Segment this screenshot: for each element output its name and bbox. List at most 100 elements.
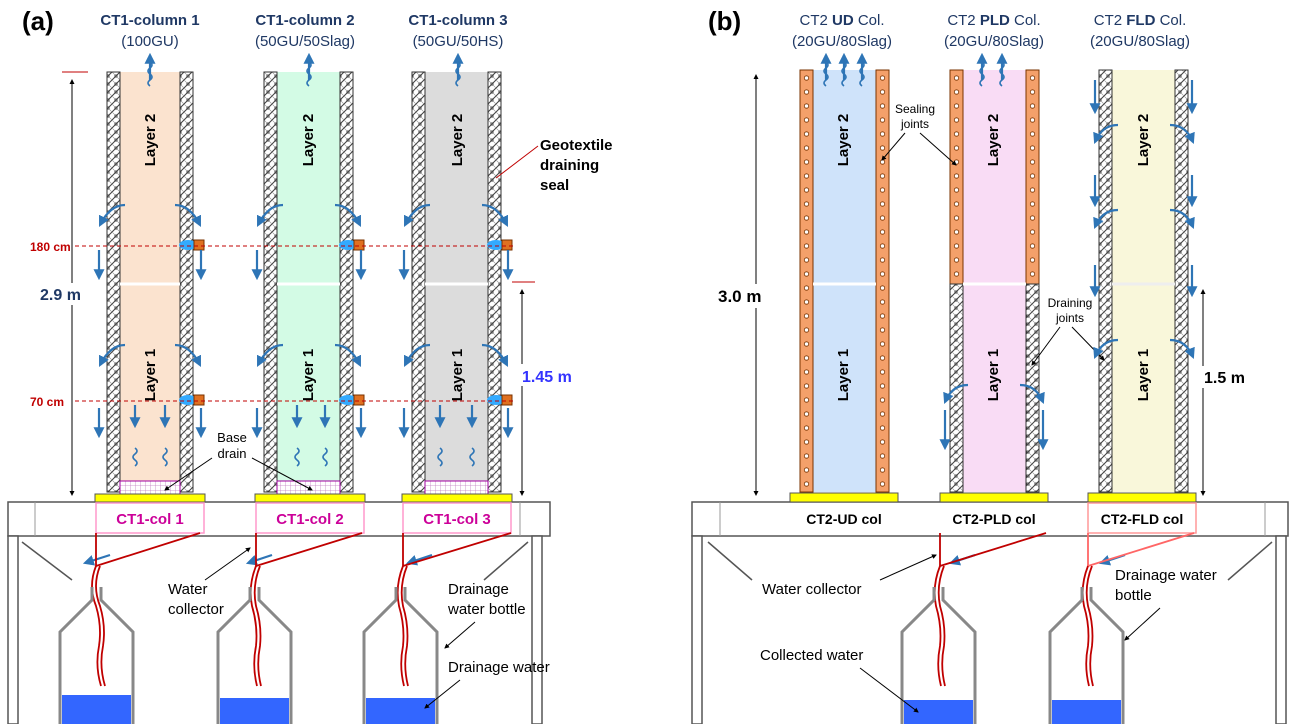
- sealing-dot: [1029, 187, 1036, 193]
- table-b: [691, 501, 1289, 724]
- sealing-dot: [953, 145, 960, 151]
- sealing-dot: [803, 243, 810, 249]
- col-b3-title: CT2 FLD Col.: [1094, 12, 1187, 29]
- layer-2-label: Layer 2: [300, 114, 317, 167]
- sealing-dot: [879, 369, 886, 375]
- layer-1-label: Layer 1: [1135, 349, 1152, 402]
- col-a3-title: CT1-column 3: [408, 12, 507, 29]
- sealing-dot: [953, 271, 960, 277]
- sealing-dot: [879, 103, 886, 109]
- sealing-dot: [803, 187, 810, 193]
- geotextile-line3: seal: [540, 177, 569, 194]
- base-label-b1: CT2-UD col: [806, 511, 881, 527]
- bottle-label-b-1: Drainage water: [1115, 567, 1217, 584]
- col-b3-mix: (20GU/80Slag): [1090, 33, 1190, 50]
- sealing-dot: [1029, 243, 1036, 249]
- sealing-dot: [879, 467, 886, 473]
- sealing-dot: [1029, 145, 1036, 151]
- sealing-dot: [803, 467, 810, 473]
- sealing-dot: [803, 411, 810, 417]
- sealing-dot: [1029, 229, 1036, 235]
- sealing-dot: [803, 201, 810, 207]
- layer-2-label: Layer 2: [142, 114, 159, 167]
- sealing-dot: [1029, 201, 1036, 207]
- col-a2-mix: (50GU/50Slag): [255, 33, 355, 50]
- base-label-b2: CT2-PLD col: [952, 511, 1035, 527]
- layer-1-label: Layer 1: [300, 349, 317, 402]
- col-a1-title: CT1-column 1: [100, 12, 199, 29]
- panel-a: (a) CT1-column 1 (100GU) CT1-column 2 (5…: [7, 6, 613, 724]
- sealing-dot: [879, 215, 886, 221]
- water-collector-a-2: collector: [168, 601, 224, 618]
- column-b3: Layer 2 Layer 1: [1098, 69, 1189, 493]
- sealing-dot: [879, 187, 886, 193]
- col-b1-title: CT2 UD Col.: [799, 12, 884, 29]
- collectors-b: [933, 532, 1195, 687]
- sealing-dot: [803, 397, 810, 403]
- wall-right: [339, 71, 354, 493]
- water-collector-b: Water collector: [762, 581, 861, 598]
- sealing-dot: [879, 341, 886, 347]
- sealing-dot: [879, 131, 886, 137]
- sealing-dot: [803, 173, 810, 179]
- wavy-flow-a: [132, 61, 475, 467]
- sealing-joints-1: Sealing: [895, 102, 935, 116]
- col-a2-title: CT1-column 2: [255, 12, 354, 29]
- sealing-dot: [879, 271, 886, 277]
- sealing-dot: [1029, 117, 1036, 123]
- sealing-dot: [803, 327, 810, 333]
- sealing-dot: [953, 117, 960, 123]
- column-b1: Layer 2 Layer 1: [799, 69, 890, 493]
- height-total-a: 2.9 m: [40, 287, 81, 304]
- layer-1-label: Layer 1: [449, 349, 466, 402]
- col-b2-mix: (20GU/80Slag): [944, 33, 1044, 50]
- height-total-b: 3.0 m: [718, 287, 761, 306]
- sealing-dot: [879, 117, 886, 123]
- sealing-dot: [803, 159, 810, 165]
- height-half-b: 1.5 m: [1204, 370, 1245, 387]
- sealing-dots: [803, 75, 1036, 487]
- sealing-dot: [953, 243, 960, 249]
- sealing-dot: [803, 131, 810, 137]
- sealing-dot: [803, 89, 810, 95]
- draining-joints-1: Draining: [1048, 296, 1093, 310]
- base-label-a1: CT1-col 1: [116, 511, 184, 528]
- sealing-dot: [803, 383, 810, 389]
- sealing-dot: [953, 131, 960, 137]
- sealing-dot: [1029, 75, 1036, 81]
- bottles-a: [58, 587, 439, 724]
- height-half-a: 1.45 m: [522, 369, 572, 386]
- sealing-dot: [953, 89, 960, 95]
- sealing-dot: [803, 341, 810, 347]
- sealing-dot: [879, 327, 886, 333]
- col-a3-mix: (50GU/50HS): [413, 33, 504, 50]
- sealing-dot: [1029, 131, 1036, 137]
- layer-1-label: Layer 1: [835, 349, 852, 402]
- wavy-flow-b: [823, 61, 1005, 87]
- sealing-dot: [879, 299, 886, 305]
- depth-70: 70 cm: [30, 395, 64, 409]
- sealing-dot: [879, 285, 886, 291]
- col-a1-mix: (100GU): [121, 33, 179, 50]
- sealing-dot: [803, 271, 810, 277]
- base-label-b3: CT2-FLD col: [1101, 511, 1183, 527]
- sealing-dot: [953, 229, 960, 235]
- sealing-dot: [803, 425, 810, 431]
- sealing-dot: [1029, 173, 1036, 179]
- col-b1-mix: (20GU/80Slag): [792, 33, 892, 50]
- bottles-b: [900, 587, 1125, 724]
- sealing-dot: [803, 215, 810, 221]
- sealing-dot: [879, 383, 886, 389]
- flow-arrows-b: [820, 52, 1198, 566]
- wall-right: [487, 71, 502, 493]
- sealing-dot: [1029, 159, 1036, 165]
- sealing-dot: [879, 159, 886, 165]
- sealing-dot: [803, 103, 810, 109]
- sealing-dot: [953, 173, 960, 179]
- sealing-dot: [879, 75, 886, 81]
- bottle-label-b-2: bottle: [1115, 587, 1152, 604]
- sealing-dot: [879, 89, 886, 95]
- sealing-dot: [879, 481, 886, 487]
- sealing-dot: [803, 355, 810, 361]
